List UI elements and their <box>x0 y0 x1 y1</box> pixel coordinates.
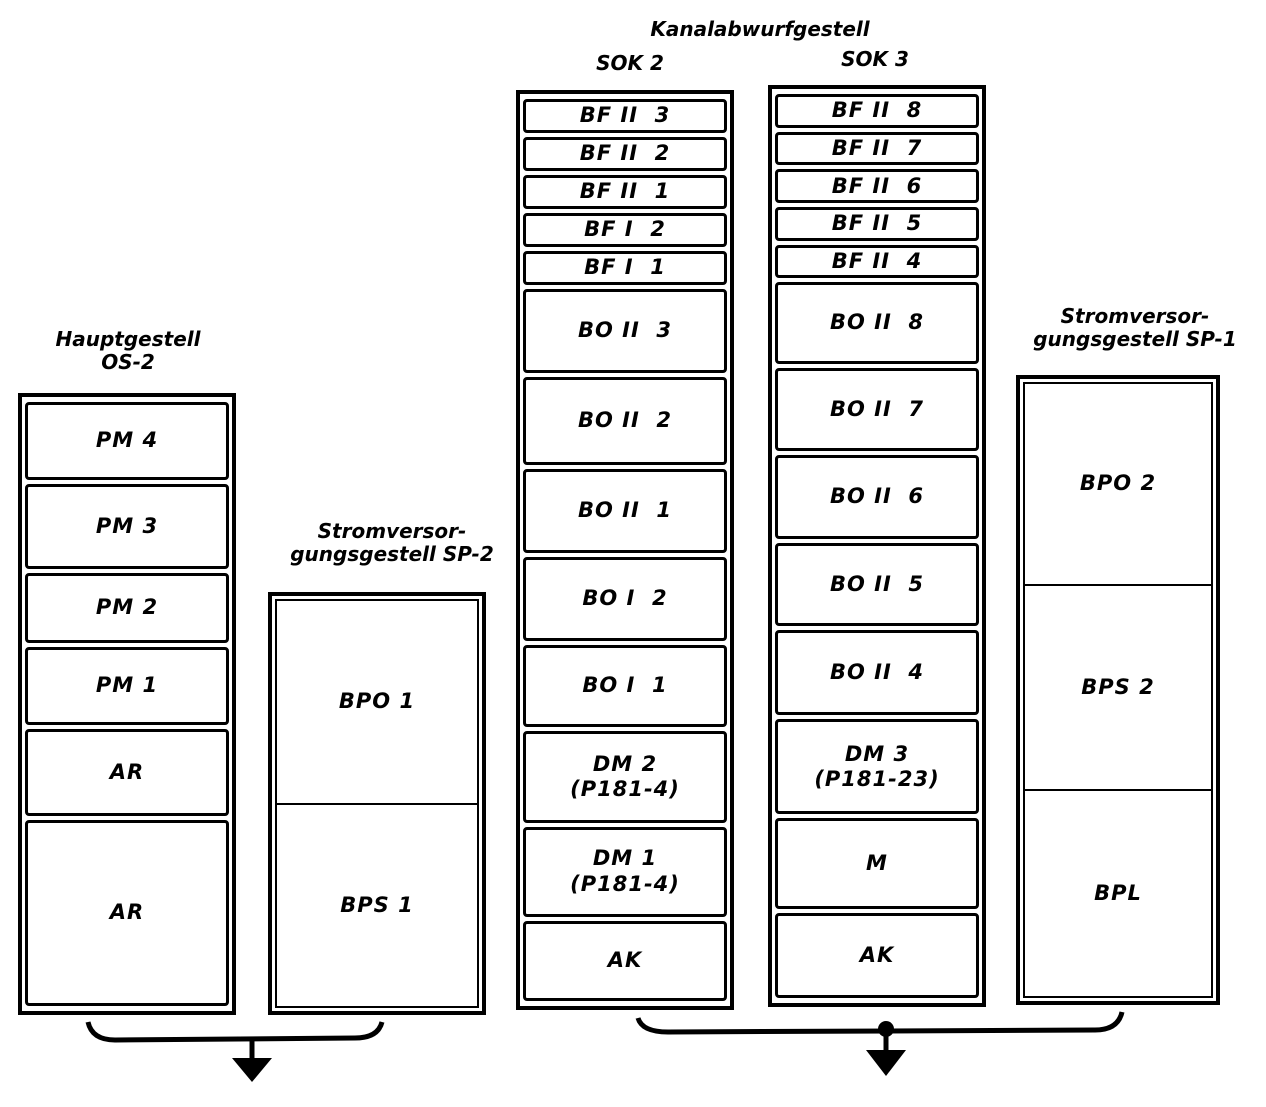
rack-slot: BPS 2 <box>1023 586 1213 792</box>
rack-slot: AK <box>775 912 979 999</box>
rack-slot: BO II 3 <box>523 288 727 373</box>
rack-slot: BF II 2 <box>523 136 727 171</box>
label-power-rack-sp2: Stromversor- gungsgestell SP-2 <box>290 519 494 566</box>
rack-slot: BO II 2 <box>523 376 727 465</box>
left-down-arrow <box>232 1058 272 1082</box>
label-sok3: SOK 3 <box>841 47 909 71</box>
rack-slot: AR <box>25 819 229 1006</box>
rack-slot: BO I 2 <box>523 556 727 641</box>
rack-sok3: BF II 8 BF II 7 BF II 6 BF II 5 BF II 4 … <box>768 85 986 1007</box>
rack-slot: BPL <box>1023 791 1213 998</box>
rack-sok2: BF II 3 BF II 2 BF II 1 BF I 2 BF I 1 BO… <box>516 90 734 1010</box>
rack-slot: PM 2 <box>25 572 229 644</box>
rack-slot: PM 1 <box>25 647 229 725</box>
rack-slot: PM 3 <box>25 483 229 569</box>
rack-slot: BF II 6 <box>775 169 979 203</box>
label-main-rack: Hauptgestell OS-2 <box>55 327 201 374</box>
rack-slot: BO II 1 <box>523 468 727 553</box>
rack-slot: DM 3 (P181-23) <box>775 719 979 814</box>
rack-slot: BF II 3 <box>523 99 727 133</box>
rack-slot: BPS 1 <box>275 804 479 1008</box>
label-sok2: SOK 2 <box>596 51 664 75</box>
rack-slot: BF I 2 <box>523 212 727 247</box>
rack-slot: BF II 4 <box>775 244 979 279</box>
right-junction-dot <box>878 1021 894 1037</box>
rack-sp2: BPO 1 BPS 1 <box>268 592 486 1015</box>
right-down-arrow <box>866 1050 906 1076</box>
rack-slot: PM 4 <box>25 402 229 480</box>
rack-slot: AR <box>25 728 229 816</box>
label-console-group: Kanalabwurfgestell <box>650 17 870 41</box>
rack-slot: BF II 1 <box>523 174 727 209</box>
label-power-rack-sp1: Stromversor- gungsgestell SP-1 <box>1033 304 1237 351</box>
left-connector-bracket <box>85 1021 385 1060</box>
rack-sp1: BPO 2 BPS 2 BPL <box>1016 375 1220 1005</box>
rack-slot: M <box>775 817 979 909</box>
rack-slot: BF II 5 <box>775 206 979 241</box>
rack-slot: BO II 7 <box>775 367 979 452</box>
rack-os2: PM 4 PM 3 PM 2 PM 1 AR AR <box>18 393 236 1015</box>
rack-slot: BF I 1 <box>523 250 727 285</box>
rack-slot: BO I 1 <box>523 644 727 728</box>
rack-slot: DM 1 (P181-4) <box>523 826 727 917</box>
rack-slot: BF II 7 <box>775 131 979 166</box>
rack-slot: BO II 6 <box>775 455 979 539</box>
rack-slot: BPO 1 <box>275 599 479 805</box>
rack-slot: BPO 2 <box>1023 382 1213 587</box>
rack-slot: BO II 4 <box>775 630 979 716</box>
rack-slot: BO II 8 <box>775 282 979 364</box>
rack-slot: DM 2 (P181-4) <box>523 731 727 823</box>
rack-slot: BF II 8 <box>775 94 979 128</box>
rack-slot: AK <box>523 920 727 1001</box>
rack-slot: BO II 5 <box>775 542 979 627</box>
